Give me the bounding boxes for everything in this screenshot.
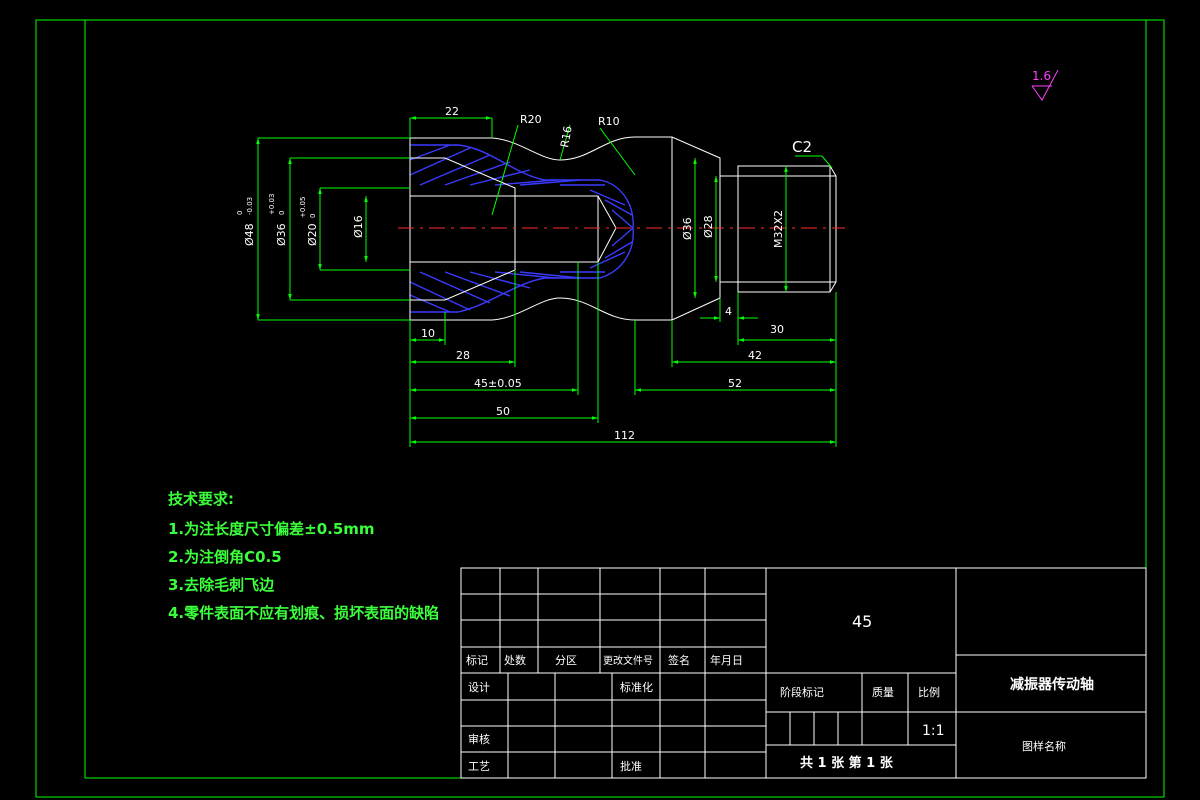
dim-112: 112 — [614, 429, 635, 442]
dim-dia48-tol-dn: -0.03 — [246, 197, 254, 215]
dim-dia48-tol-up: 0 — [236, 211, 244, 215]
label-process: 工艺 — [468, 760, 490, 773]
dim-c2: C2 — [792, 138, 812, 156]
label-approve: 批准 — [620, 759, 642, 773]
dim-28: 28 — [456, 349, 470, 362]
tech-req-item-3: 3.去除毛刺飞边 — [168, 576, 275, 594]
rev-header-zone: 分区 — [555, 654, 577, 667]
label-design: 设计 — [468, 681, 490, 694]
dim-dia20: Ø20 — [306, 223, 319, 246]
sheet-count: 共 1 张 第 1 张 — [800, 755, 894, 771]
rev-header-mark: 标记 — [466, 653, 488, 667]
dim-dia36r: Ø36 — [681, 217, 694, 240]
rev-header-count: 处数 — [504, 654, 526, 667]
roughness-value: 1.6 — [1032, 69, 1051, 83]
dim-4: 4 — [725, 305, 732, 318]
label-review: 审核 — [468, 732, 490, 746]
tech-req-item-2: 2.为注倒角C0.5 — [168, 548, 282, 566]
tech-req-item-1: 1.为注长度尺寸偏差±0.5mm — [168, 520, 375, 538]
dim-dia20-tol-up: +0.05 — [299, 197, 307, 218]
rev-header-date: 年月日 — [710, 653, 743, 667]
dim-22: 22 — [445, 105, 459, 118]
outer-border — [35, 19, 1165, 798]
dim-dia28: Ø28 — [702, 215, 715, 238]
dim-dia36l: Ø36 — [275, 223, 288, 246]
dim-r10: R10 — [598, 115, 620, 128]
rev-header-sign: 签名 — [668, 653, 690, 667]
roughness-symbol-icon — [1031, 69, 1059, 101]
label-stage: 阶段标记 — [780, 685, 824, 699]
dim-30: 30 — [770, 323, 784, 336]
dim-42: 42 — [748, 349, 762, 362]
title-block — [460, 567, 1147, 779]
tech-req-title: 技术要求: — [168, 490, 234, 508]
tech-req-item-4: 4.零件表面不应有划痕、损坏表面的缺陷 — [168, 604, 440, 622]
dim-dia48: Ø48 — [243, 223, 256, 246]
label-standard: 标准化 — [620, 680, 653, 694]
dim-m32: M32X2 — [772, 210, 785, 248]
dim-45: 45±0.05 — [474, 377, 522, 390]
dim-r16: R16 — [558, 125, 575, 149]
label-ratio: 比例 — [918, 685, 940, 699]
drawing-label: 图样名称 — [1022, 739, 1066, 753]
dim-dia20-tol-dn: 0 — [309, 214, 317, 218]
dim-r20: R20 — [520, 113, 542, 126]
dim-dia36l-tol-dn: 0 — [278, 211, 286, 215]
dim-52: 52 — [728, 377, 742, 390]
dimension-lines — [256, 116, 837, 447]
hatch-section — [409, 144, 634, 313]
dim-50: 50 — [496, 405, 510, 418]
material-value: 45 — [852, 612, 872, 631]
dim-dia36l-tol-up: +0.03 — [268, 194, 276, 215]
scale-value: 1:1 — [922, 723, 945, 739]
dim-10: 10 — [421, 327, 435, 340]
part-name: 减振器传动轴 — [1010, 676, 1094, 693]
label-mass: 质量 — [872, 686, 894, 699]
rev-header-file: 更改文件号 — [603, 654, 653, 667]
dim-dia16: Ø16 — [352, 215, 365, 238]
